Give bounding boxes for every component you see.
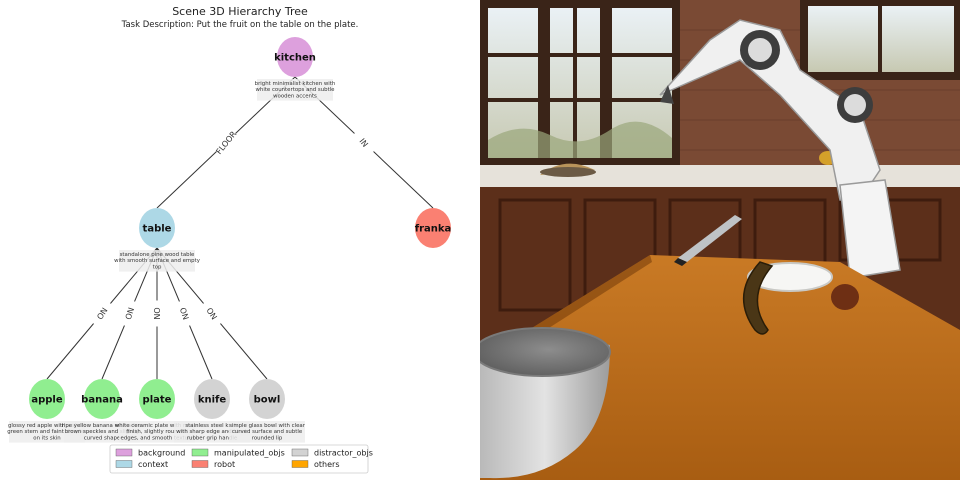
bowl (480, 327, 611, 479)
node-label-kitchen: kitchen (274, 53, 316, 64)
legend-label-distractor_objs: distractor_objs (314, 449, 373, 458)
node-label-apple: apple (31, 395, 62, 406)
franka-robot-arm (659, 19, 901, 279)
node-description-knife: with sharp edge and black (176, 429, 248, 435)
legend-swatch-robot (191, 460, 209, 468)
kitchen-scene-image (480, 0, 960, 480)
node-label-plate: plate (143, 395, 172, 406)
legend-label-background: background (138, 449, 185, 458)
edge-label-table-knife: ON (178, 306, 190, 320)
legend-label-others: others (314, 460, 339, 469)
edge-label-kitchen-table: FLOOR (214, 129, 238, 156)
node-description-bowl: rounded lip (252, 435, 283, 441)
kitchen-window-right (800, 0, 960, 80)
node-kitchen (277, 37, 313, 77)
task-description: Task Description: Put the fruit on the t… (121, 20, 359, 30)
node-label-banana: banana (81, 395, 123, 406)
legend-swatch-context (115, 460, 133, 468)
node-description-knife: rubber grip handle (187, 435, 238, 441)
legend-swatch-manipulated_objs (191, 448, 209, 457)
legend-label-context: context (138, 460, 168, 469)
legend-label-manipulated_objs: manipulated_objs (214, 449, 285, 458)
node-table (139, 208, 175, 248)
chart-title: Scene 3D Hierarchy Tree (172, 5, 308, 18)
node-description-banana: brown speckles and slightly (65, 429, 140, 435)
node-description-apple: on its skin (33, 435, 60, 441)
node-knife (194, 379, 230, 419)
node-description-table: top (153, 264, 162, 270)
node-franka (415, 208, 451, 248)
node-description-kitchen: wooden accents (273, 93, 317, 99)
edge-label-table-banana: ON (124, 306, 136, 320)
node-description-apple: glossy red apple with a short (8, 423, 86, 429)
node-description-bowl: simple glass bowl with clear (229, 423, 306, 429)
banana (743, 261, 774, 335)
node-label-table: table (143, 224, 172, 235)
node-description-bowl: curved surface and subtle (232, 429, 303, 435)
node-description-plate: finish, slightly rounded (126, 429, 188, 435)
kitchen-window (480, 0, 680, 170)
node-description-knife: stainless steel knife (185, 423, 239, 429)
knife (674, 215, 742, 266)
node-description-plate: white ceramic plate with matte (115, 423, 200, 429)
node-description-apple: green stem and faint dimples (7, 429, 87, 435)
legend-swatch-distractor_objs (291, 448, 309, 457)
node-label-knife: knife (198, 395, 227, 406)
wooden-table (480, 255, 960, 480)
legend-swatch-others (291, 460, 309, 468)
node-label-franka: franka (415, 224, 452, 235)
hierarchy-tree-panel: Scene 3D Hierarchy Tree Task Description… (7, 5, 452, 474)
scene-render (480, 0, 960, 480)
node-banana (84, 379, 120, 419)
node-description-table: with smooth surface and empty (114, 258, 201, 264)
apple (831, 284, 859, 310)
node-bowl (249, 379, 285, 419)
node-label-bowl: bowl (254, 395, 281, 406)
node-description-plate: edges, and smooth texture (121, 435, 195, 441)
node-plate (139, 379, 175, 419)
node-description-banana: ripe yellow banana with a few (62, 423, 143, 429)
legend-swatch-background (115, 448, 133, 457)
node-apple (29, 379, 65, 419)
legend-label-robot: robot (214, 460, 235, 469)
edge-label-table-plate: ON (152, 307, 161, 319)
node-description-banana: curved shape (84, 435, 121, 441)
node-description-kitchen: white countertops and subtle (256, 87, 336, 93)
node-description-kitchen: bright minimalist kitchen with (255, 81, 336, 87)
node-description-table: standalone pine wood table (120, 252, 195, 258)
